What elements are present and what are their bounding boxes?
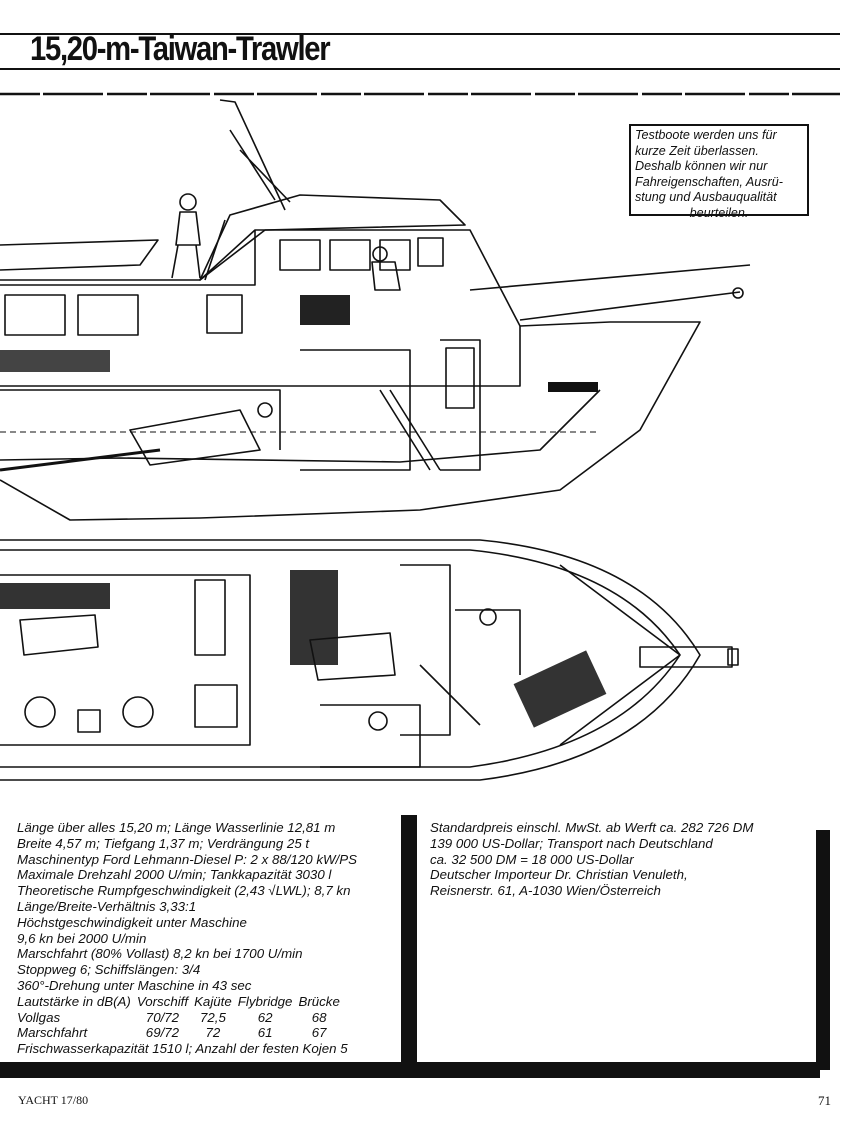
right-edge-bar [816,830,830,1070]
spec-line: Marschfahrt (80% Vollast) 8,2 kn bei 170… [17,946,303,962]
table-header-cell: Kajüte [194,993,232,1009]
table-cell: 68 [311,1009,327,1025]
boat-profile-drawing [0,92,840,521]
notice-line: kurze Zeit überlassen. [635,143,759,158]
spec-line: Länge über alles 15,20 m; Länge Wasserli… [17,820,336,835]
importer-line: Reisnerstr. 61, A-1030 Wien/Österreich [430,883,661,899]
spec-line: Frischwasserkapazität 1510 l; Anzahl der… [17,1041,348,1057]
table-cell: 72 [205,1025,221,1041]
column-divider-bar [401,815,417,1065]
spec-line: Breite 4,57 m; Tiefgang 1,37 m; Verdräng… [17,835,310,851]
price-line: ca. 32 500 DM = 18 000 US-Dollar [430,851,634,867]
noise-level-table: Lautstärke in dB(A) Vorschiff Kajüte Fly… [17,994,346,1041]
page-title: 15,20-m-Taiwan-Trawler [30,30,331,68]
spec-line: 360°-Drehung unter Maschine in 43 sec [17,977,252,993]
notice-line: Testboote werden uns für [635,128,777,142]
page-number: 71 [818,1093,831,1108]
spec-line: Länge/Breite-Verhältnis 3,33:1 [17,898,197,914]
boat-deck-plan-drawing [0,539,739,781]
spec-line: Theoretische Rumpfgeschwindigkeit (2,43 … [17,883,351,899]
magazine-issue: YACHT 17/80 [18,1093,89,1107]
notice-line: stung und Ausbauqualität [635,190,777,204]
table-row: Marschfahrt 69/72 72 61 67 [17,1025,346,1041]
table-cell: 69/72 [145,1025,180,1041]
table-header-cell: Brücke [298,993,340,1009]
table-cell: Vollgas [17,1009,61,1025]
table-header-cell: Flybridge [237,993,293,1009]
spec-line: Maschinentyp Ford Lehmann-Diesel P: 2 x … [17,851,357,867]
spec-line: Höchstgeschwindigkeit unter Maschine [17,914,247,930]
spec-line: 9,6 kn bei 2000 U/min [17,930,147,946]
bottom-bar [0,1062,820,1078]
specs-right-column: Standardpreis einschl. MwSt. ab Werft ca… [430,820,810,899]
table-cell: 67 [311,1025,327,1041]
title-rule-bottom [0,68,840,70]
table-cell: Marschfahrt [17,1025,88,1041]
importer-line: Deutscher Importeur Dr. Christian Venule… [430,867,688,883]
table-header-cell: Vorschiff [136,993,189,1009]
table-header-cell: Lautstärke in dB(A) [17,993,131,1009]
specs-left-column: Länge über alles 15,20 m; Länge Wasserli… [17,820,407,1057]
spec-line: Stoppweg 6; Schiffslängen: 3/4 [17,962,201,978]
table-cell: 62 [257,1009,273,1025]
spec-line: Maximale Drehzahl 2000 U/min; Tankkapazi… [17,867,332,883]
table-cell: 70/72 [145,1009,180,1025]
notice-line: Deshalb können wir nur [635,159,768,173]
test-boat-notice: Testboote werden uns für kurze Zeit über… [629,124,809,220]
price-line: 139 000 US-Dollar; Transport nach Deutsc… [430,835,713,851]
table-cell: 72,5 [199,1009,226,1025]
table-header-row: Lautstärke in dB(A) Vorschiff Kajüte Fly… [17,994,346,1010]
notice-line: beurteilen. [689,205,749,220]
notice-line: Fahreigenschaften, Ausrü- [635,174,783,189]
table-cell: 61 [257,1025,273,1041]
price-line: Standardpreis einschl. MwSt. ab Werft ca… [430,820,754,835]
title-rule-top [0,33,840,35]
table-row: Vollgas 70/72 72,5 62 68 [17,1010,346,1026]
